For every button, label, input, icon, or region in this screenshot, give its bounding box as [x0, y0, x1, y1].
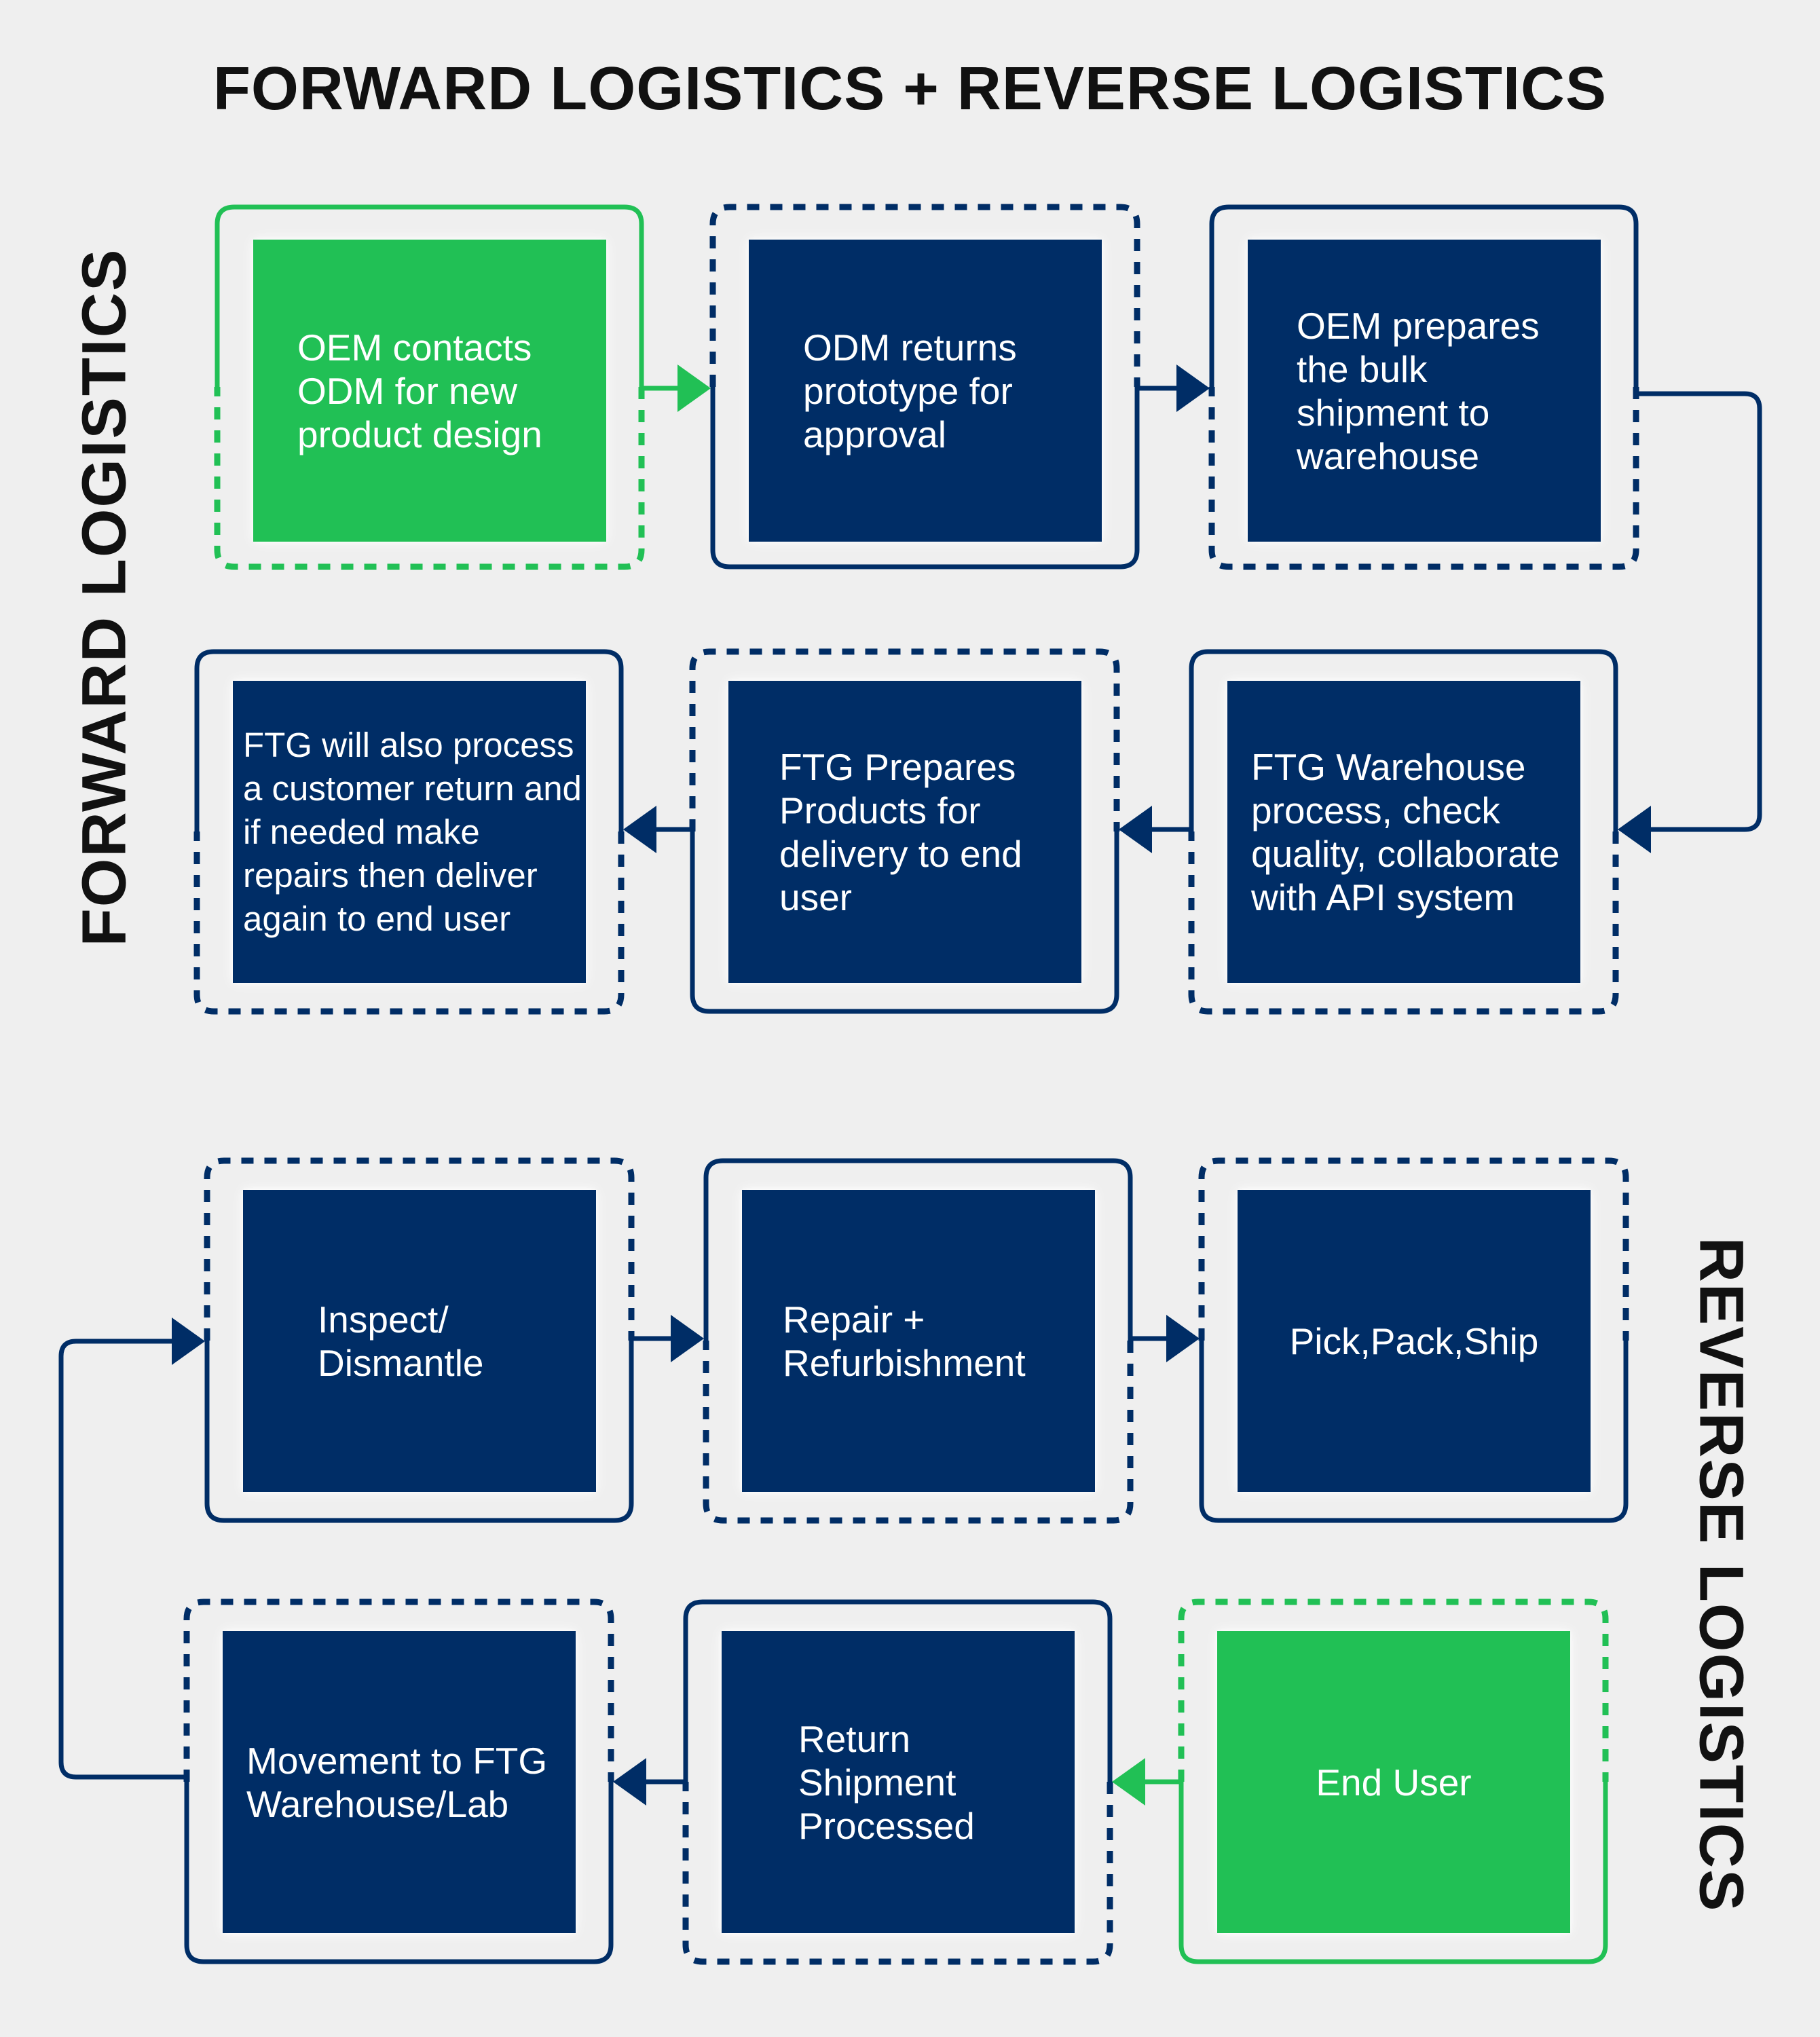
reverse-step-6: Pick,Pack,Ship	[1238, 1190, 1591, 1492]
frame-reverse-4	[204, 1157, 635, 1523]
frame-reverse-6	[1198, 1157, 1629, 1523]
forward-step-6: FTG will also process a customer return …	[233, 681, 586, 983]
reverse-step-3: Movement to FTG Warehouse/Lab	[223, 1631, 576, 1933]
frame-forward-4	[1188, 649, 1619, 1015]
reverse-step-2-text: Return Shipment Processed	[798, 1717, 975, 1847]
forward-step-1-text: OEM contacts ODM for new product design	[297, 326, 542, 455]
frame-reverse-1	[1178, 1599, 1609, 1964]
forward-logistics-label: FORWARD LOGISTICS	[69, 248, 139, 947]
reverse-step-4: Inspect/ Dismantle	[243, 1190, 596, 1492]
frame-reverse-2	[682, 1599, 1113, 1965]
forward-step-2: ODM returns prototype for approval	[749, 240, 1102, 542]
forward-step-3: OEM prepares the bulk shipment to wareho…	[1248, 240, 1601, 542]
diagram-title: FORWARD LOGISTICS + REVERSE LOGISTICS	[212, 55, 1608, 123]
reverse-step-1-text: End User	[1316, 1761, 1472, 1804]
forward-step-4: FTG Warehouse process, check quality, co…	[1227, 681, 1580, 983]
forward-step-1: OEM contacts ODM for new product design	[253, 240, 606, 542]
reverse-step-6-text: Pick,Pack,Ship	[1289, 1320, 1539, 1362]
reverse-step-3-text: Movement to FTG Warehouse/Lab	[246, 1739, 548, 1825]
forward-step-4-text: FTG Warehouse process, check quality, co…	[1251, 745, 1560, 918]
reverse-step-2: Return Shipment Processed	[722, 1631, 1075, 1933]
forward-step-2-text: ODM returns prototype for approval	[803, 326, 1017, 455]
reverse-step-4-text: Inspect/ Dismantle	[318, 1298, 484, 1384]
frame-forward-5	[689, 648, 1120, 1014]
reverse-step-1: End User	[1217, 1631, 1570, 1933]
reverse-logistics-label: REVERSE LOGISTICS	[1686, 1237, 1756, 1913]
frame-forward-2	[709, 204, 1140, 569]
forward-step-5-text: FTG Prepares Products for delivery to en…	[779, 745, 1022, 918]
forward-step-6-text: FTG will also process a customer return …	[243, 725, 582, 938]
reverse-step-5-text: Repair + Refurbishment	[783, 1298, 1026, 1384]
frame-forward-6	[193, 649, 625, 1015]
frame-reverse-5	[703, 1158, 1134, 1524]
arrow-reverse-3-to-4	[58, 1317, 205, 1780]
frame-reverse-3	[183, 1599, 614, 1964]
forward-step-5: FTG Prepares Products for delivery to en…	[728, 681, 1081, 983]
forward-step-3-text: OEM prepares the bulk shipment to wareho…	[1297, 304, 1540, 477]
frame-forward-1	[214, 204, 645, 570]
frame-forward-3	[1208, 204, 1639, 570]
arrow-forward-3-to-4	[1618, 391, 1762, 853]
reverse-step-5: Repair + Refurbishment	[742, 1190, 1095, 1492]
